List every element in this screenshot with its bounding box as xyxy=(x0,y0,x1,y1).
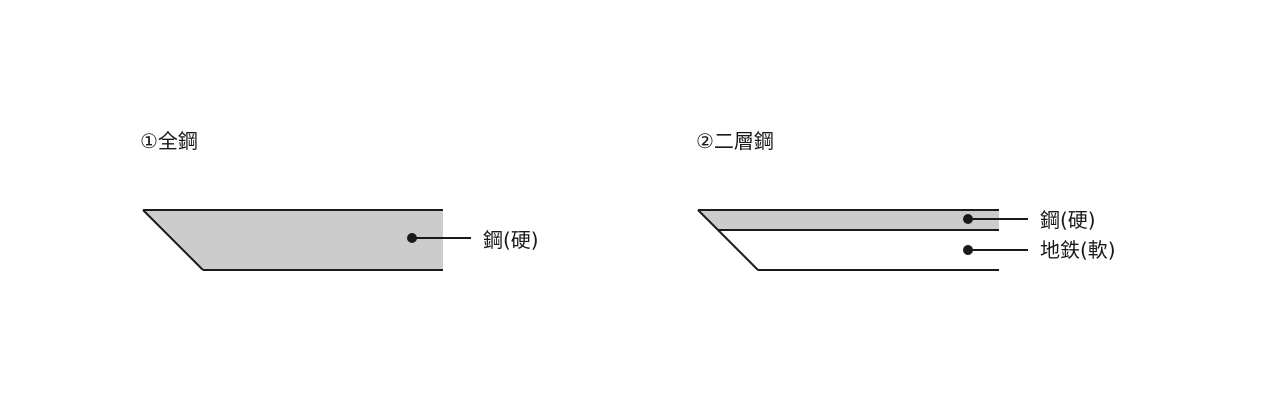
panel-full-steel xyxy=(142,209,471,271)
steel-layer-shape xyxy=(698,210,999,230)
steel-layer-label: 鋼(硬) xyxy=(1040,208,1096,232)
panel-title-full-steel: ①全鋼 xyxy=(140,129,198,153)
full-steel-blade-shape xyxy=(143,210,443,270)
two-layer-bevel-edge xyxy=(697,209,759,271)
panel-title-two-layer-steel: ②二層鋼 xyxy=(696,129,774,153)
panel-two-layer-steel xyxy=(697,209,1028,271)
iron-layer-label: 地鉄(軟) xyxy=(1040,238,1116,262)
full-steel-bevel-edge xyxy=(142,209,204,271)
full-steel-layer-label: 鋼(硬) xyxy=(483,228,539,252)
